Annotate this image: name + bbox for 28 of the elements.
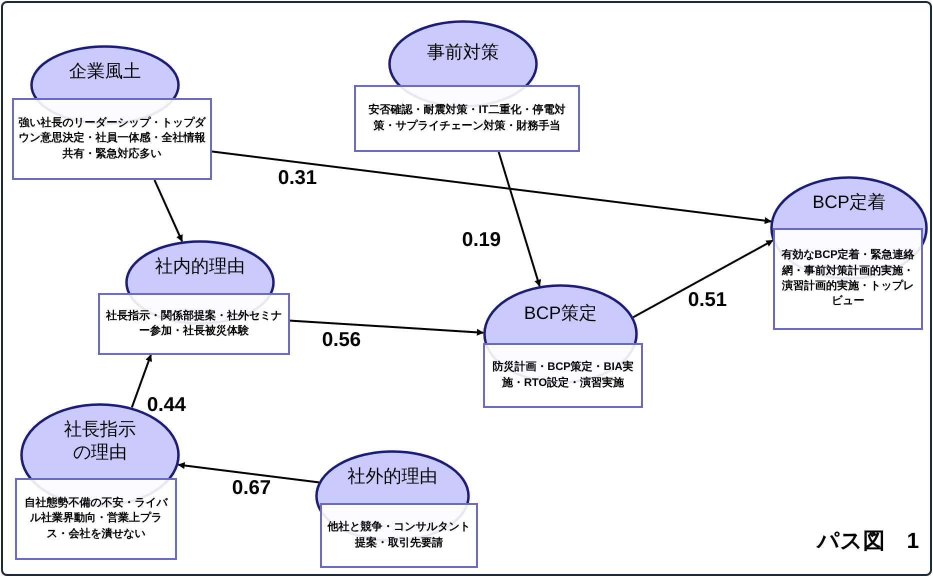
description-box: 安否確認・耐震対策・IT二重化・停電対策・サプライチェーン対策・財務手当	[354, 85, 580, 152]
arrow	[178, 462, 320, 484]
description-box: 有効なBCP定着・緊急連絡網・事前対策計画的実施・演習計画的実施・トップレビュー	[773, 228, 923, 330]
arrow	[154, 180, 184, 242]
arrow	[212, 150, 772, 224]
node-title: 社外的理由	[348, 465, 438, 488]
node-title: 社内的理由	[155, 255, 245, 278]
arrow	[290, 320, 484, 336]
description-box: 自社態勢不備の不安・ライバル社業界動向・営業上プラス・会社を潰せない	[15, 478, 177, 560]
description-box: 他社と競争・コンサルタント提案・取引先要請	[320, 503, 478, 568]
figure-caption: パス図 1	[816, 527, 919, 555]
arrow	[498, 152, 542, 287]
edge-label: 0.19	[462, 230, 501, 250]
node-title: BCP定着	[812, 190, 886, 214]
edge-label: 0.51	[688, 290, 727, 310]
edge-label: 0.67	[232, 478, 271, 498]
description-box: 強い社長のリーダーシップ・トップダウン意思決定・社員一体感・全社情報共有・緊急対応多い	[12, 98, 212, 180]
edge-label: 0.31	[278, 168, 317, 188]
arrow	[632, 240, 774, 318]
node-title: BCP策定	[524, 302, 597, 325]
node-title: 事前対策	[427, 41, 499, 64]
description-box: 防災計画・BCP策定・BIA実施・RTO設定・演習実施	[483, 343, 643, 408]
node-title: 企業風土	[69, 60, 141, 83]
edge-label: 0.44	[147, 395, 186, 415]
description-box: 社長指示・関係部提案・社外セミナー参加・社長被災体験	[98, 293, 290, 355]
edge-label: 0.56	[322, 330, 361, 350]
node-title: 社長指示の理由	[63, 418, 137, 463]
arrow	[130, 354, 152, 408]
